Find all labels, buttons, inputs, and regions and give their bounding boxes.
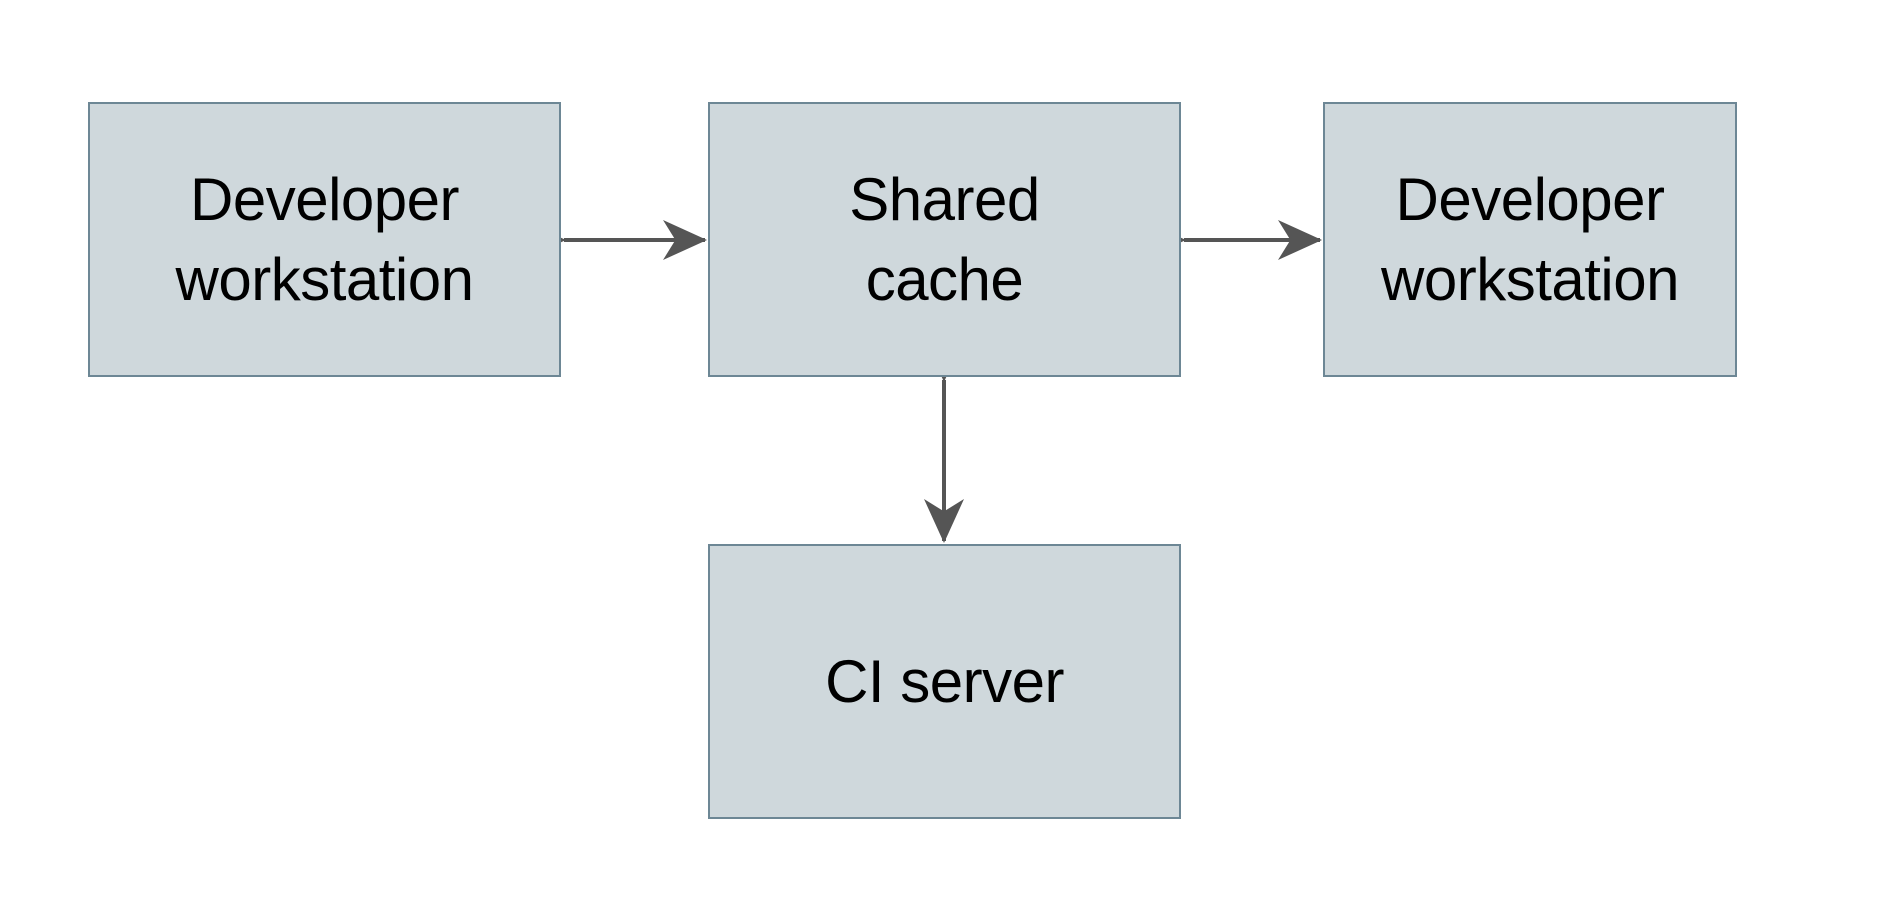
node-developer-workstation-left[interactable]: Developer workstation <box>88 102 561 377</box>
node-shared-cache[interactable]: Shared cache <box>708 102 1181 377</box>
node-label: CI server <box>825 647 1064 715</box>
node-label: Developer workstation <box>1381 165 1679 313</box>
node-developer-workstation-right[interactable]: Developer workstation <box>1323 102 1737 377</box>
node-label: Developer workstation <box>175 165 474 313</box>
node-ci-server[interactable]: CI server <box>708 544 1181 819</box>
node-label: Shared cache <box>849 165 1040 313</box>
